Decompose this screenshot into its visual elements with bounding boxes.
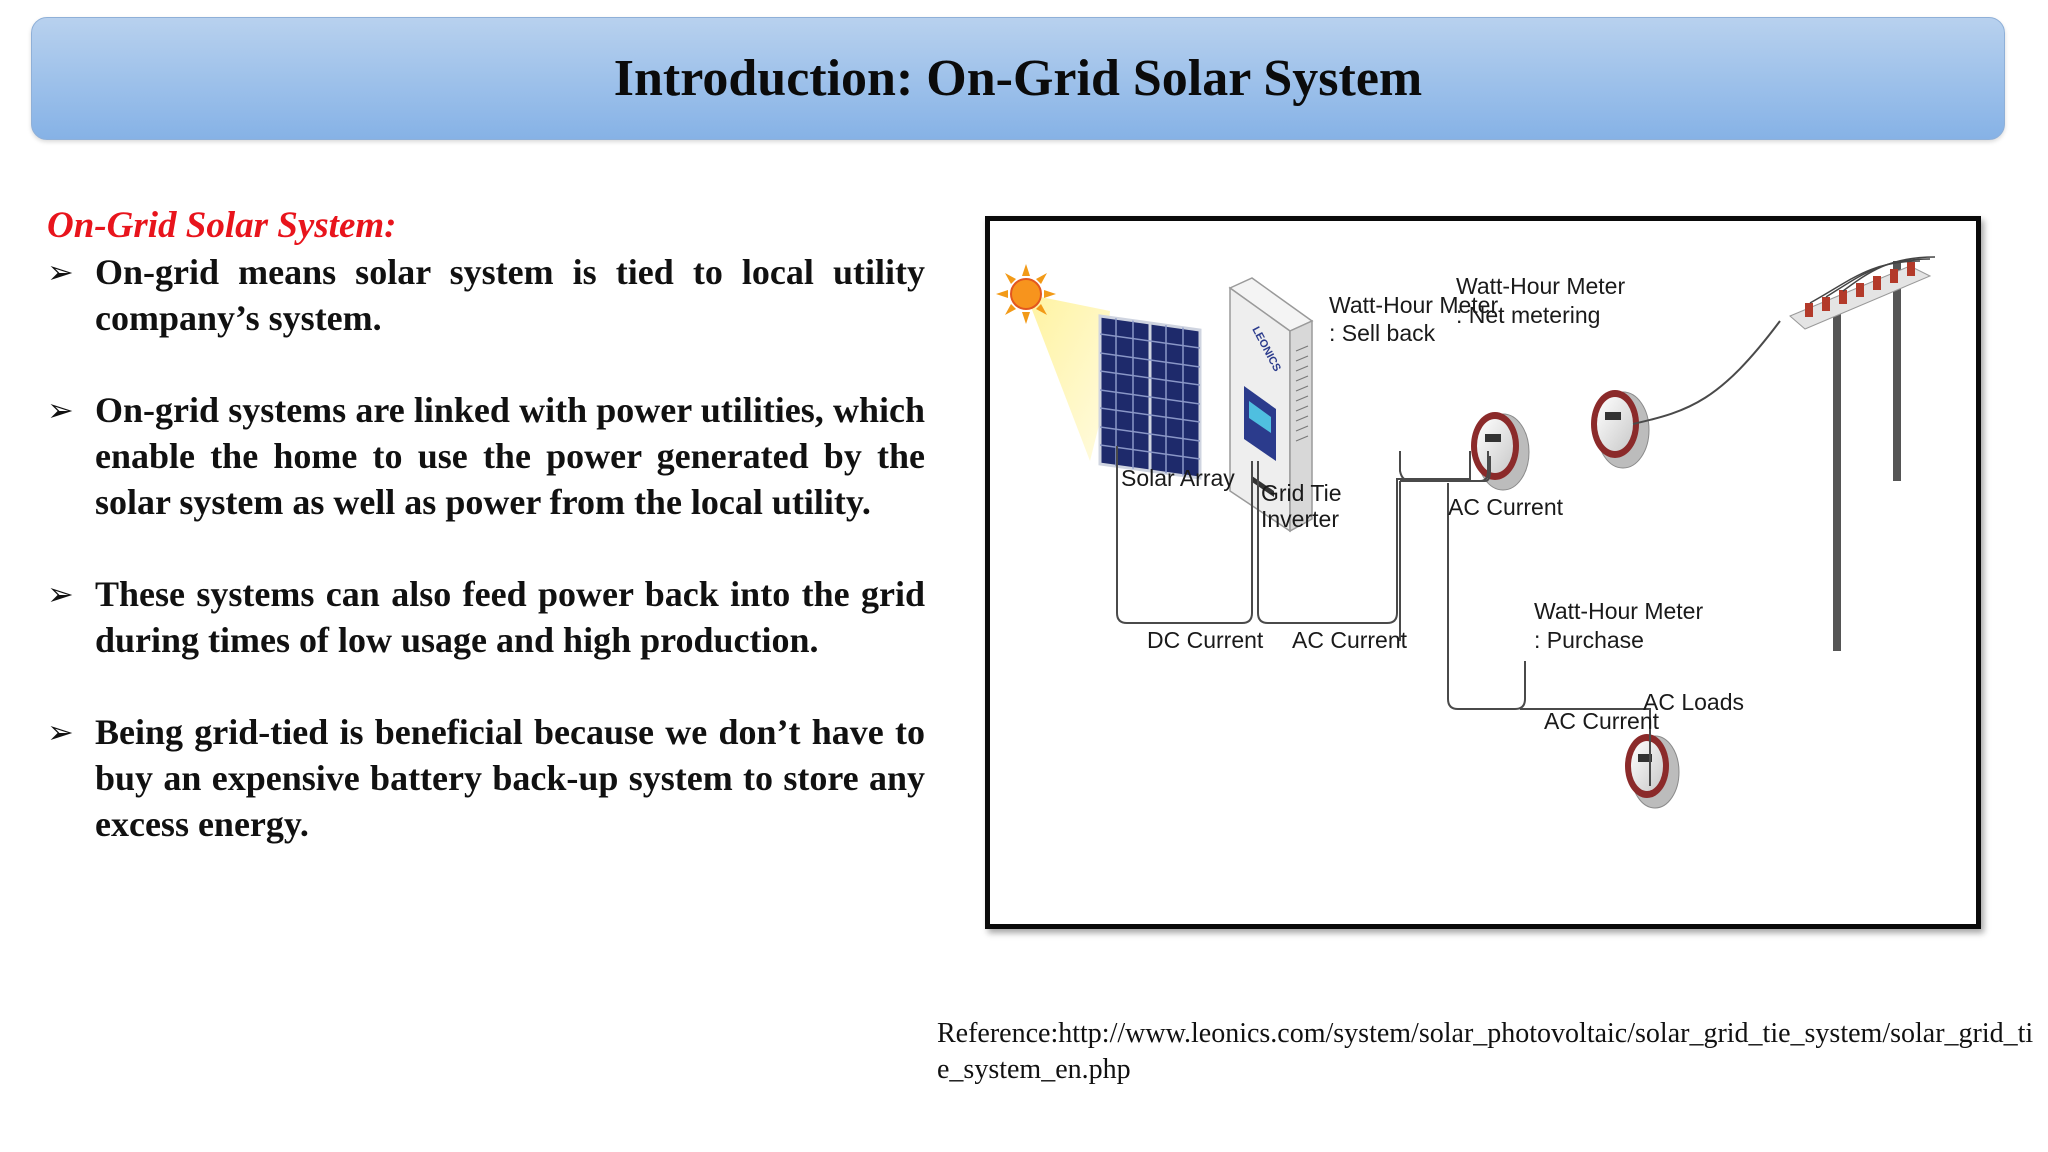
bullet-item: ➢ On-grid systems are linked with power …: [47, 387, 925, 525]
diagram-canvas: LEONICS: [996, 256, 1936, 809]
page-title: Introduction: On-Grid Solar System: [613, 50, 1423, 107]
title-bar: Introduction: On-Grid Solar System: [31, 17, 2005, 140]
bullet-text: These systems can also feed power back i…: [95, 574, 925, 660]
bullet-item: ➢ These systems can also feed power back…: [47, 571, 925, 663]
utility-pole-icon: [1789, 256, 1936, 651]
content-column: On-Grid Solar System: ➢ On-grid means so…: [47, 203, 925, 893]
label-ac-loads: AC Loads: [1643, 689, 1744, 715]
bullet-item: ➢ Being grid-tied is beneficial because …: [47, 709, 925, 847]
arrow-bullet-icon: ➢: [47, 575, 74, 613]
net-metering-meter-icon: [1591, 390, 1650, 469]
arrow-bullet-icon: ➢: [47, 713, 74, 751]
purchase-meter-icon: [1625, 734, 1680, 809]
label-grid-tie-line1: Grid Tie: [1261, 480, 1342, 506]
reference-text: Reference:http://www.leonics.com/system/…: [937, 1018, 2034, 1085]
label-purchase-line2: : Purchase: [1534, 627, 1644, 653]
sell-back-meter-icon: [1471, 412, 1530, 491]
label-sell-back-line2: : Sell back: [1329, 320, 1436, 346]
bullet-text: On-grid systems are linked with power ut…: [95, 390, 925, 522]
section-subtitle: On-Grid Solar System:: [47, 205, 397, 246]
bullet-text: Being grid-tied is beneficial because we…: [95, 712, 925, 844]
wiring: [1116, 320, 1781, 786]
label-net-metering-line1: Watt-Hour Meter: [1456, 273, 1625, 299]
sun-icon: [996, 264, 1110, 461]
solar-panel-icon: [1098, 314, 1202, 480]
label-ac-current-bottom: AC Current: [1292, 627, 1408, 653]
label-dc-current: DC Current: [1147, 627, 1264, 653]
label-solar-array: Solar Array: [1121, 465, 1235, 491]
arrow-bullet-icon: ➢: [47, 253, 74, 291]
on-grid-diagram: LEONICS: [985, 216, 1981, 929]
grid-tie-inverter-icon: LEONICS: [1228, 277, 1314, 533]
arrow-bullet-icon: ➢: [47, 391, 74, 429]
bullet-list: ➢ On-grid means solar system is tied to …: [47, 249, 925, 847]
label-sell-back-line1: Watt-Hour Meter: [1329, 292, 1498, 318]
label-grid-tie-line2: Inverter: [1261, 506, 1339, 532]
bullet-text: On-grid means solar system is tied to lo…: [95, 252, 925, 338]
bullet-item: ➢ On-grid means solar system is tied to …: [47, 249, 925, 341]
label-purchase-line1: Watt-Hour Meter: [1534, 598, 1703, 624]
label-ac-current-mid: AC Current: [1448, 494, 1564, 520]
label-ac-current-right: AC Current: [1544, 708, 1660, 734]
label-net-metering-line2: : Net metering: [1456, 302, 1600, 328]
